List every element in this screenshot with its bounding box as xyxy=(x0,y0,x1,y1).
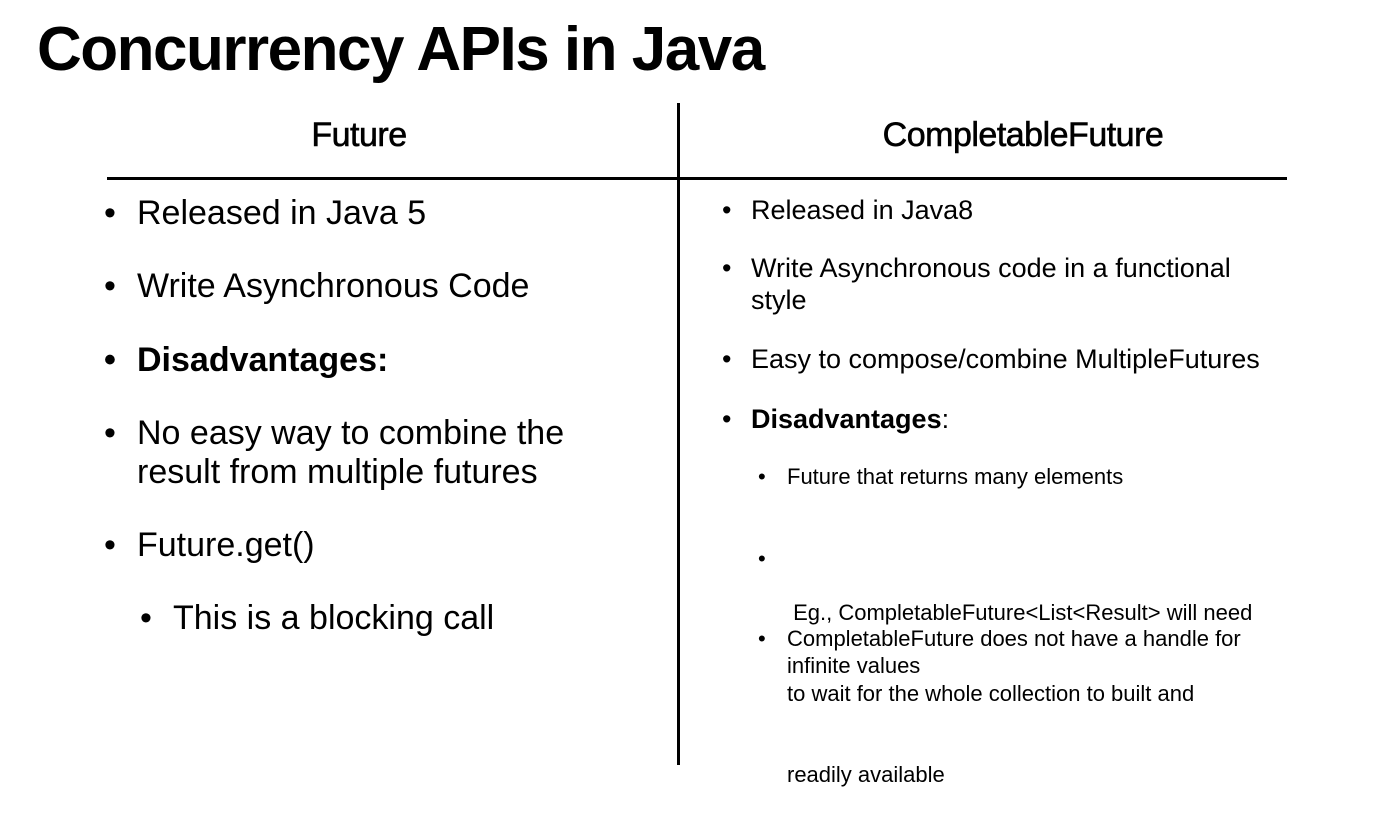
header-divider-horizontal xyxy=(107,177,1287,180)
cf-item-released: • Released in Java8 xyxy=(722,194,973,226)
column-heading-completablefuture: CompletableFuture xyxy=(882,116,1164,155)
column-heading-future: Future xyxy=(311,116,407,155)
item-text: This is a blocking call xyxy=(173,599,495,637)
cf-item-disadvantages: • Disadvantages: xyxy=(722,403,949,435)
future-item-get: • Future.get() xyxy=(104,526,315,565)
item-text: Released in Java 5 xyxy=(137,194,427,232)
future-item-released: • Released in Java 5 xyxy=(104,194,426,233)
item-text: Disadvantages: xyxy=(137,341,389,379)
item-text-colon: : xyxy=(941,404,950,434)
cf-item-async-functional: • Write Asynchronous code in a functiona… xyxy=(722,252,1231,316)
item-text-line-1: Eg., CompletableFuture<List<Result> will… xyxy=(787,600,1253,625)
cf-subitem-collection-wait: • Eg., CompletableFuture<List<Result> wi… xyxy=(758,518,1252,815)
item-text: Released in Java8 xyxy=(751,195,974,225)
item-text-line-2: result from multiple futures xyxy=(137,453,538,491)
item-text-line-2: infinite values xyxy=(787,653,921,678)
bullet-icon: • xyxy=(758,464,766,489)
future-item-async-code: • Write Asynchronous Code xyxy=(104,267,529,306)
item-text-line-2: style xyxy=(751,285,807,315)
cf-subitem-infinite-values: • CompletableFuture does not have a hand… xyxy=(758,625,1241,679)
bullet-icon: • xyxy=(722,344,732,374)
slide-title: Concurrency APIs in Java xyxy=(37,15,765,84)
bullet-icon: • xyxy=(104,267,116,305)
bullet-icon: • xyxy=(140,599,152,637)
future-item-disadvantages: • Disadvantages: xyxy=(104,341,388,380)
item-text-line-2: to wait for the whole collection to buil… xyxy=(787,681,1195,706)
item-text: Easy to compose/combine MultipleFutures xyxy=(751,344,1260,374)
bullet-icon: • xyxy=(104,194,116,232)
future-item-no-combine: • No easy way to combine the result from… xyxy=(104,414,564,492)
cf-item-compose: • Easy to compose/combine MultipleFuture… xyxy=(722,343,1260,375)
bullet-icon: • xyxy=(104,341,116,379)
bullet-icon: • xyxy=(722,404,732,434)
item-text: Future.get() xyxy=(137,526,315,564)
future-subitem-blocking: • This is a blocking call xyxy=(140,599,494,638)
item-text-line-3: readily available xyxy=(787,762,945,787)
bullet-icon: • xyxy=(722,195,732,225)
item-text: Disadvantages: xyxy=(722,403,949,435)
item-text-line-1: No easy way to combine the xyxy=(137,414,565,452)
bullet-icon: • xyxy=(722,253,732,283)
item-text-line-1: CompletableFuture does not have a handle… xyxy=(787,626,1241,651)
item-text-bold: Disadvantages xyxy=(751,404,942,434)
bullet-icon: • xyxy=(758,546,766,571)
bullet-icon: • xyxy=(104,414,116,452)
bullet-icon: • xyxy=(104,526,116,564)
item-text: Write Asynchronous Code xyxy=(137,267,530,305)
cf-subitem-many-elements: • Future that returns many elements xyxy=(758,463,1123,490)
item-text: Future that returns many elements xyxy=(787,464,1124,489)
item-text-line-1: Write Asynchronous code in a functional xyxy=(751,253,1231,283)
column-divider-vertical xyxy=(677,103,680,765)
bullet-icon: • xyxy=(758,626,766,651)
